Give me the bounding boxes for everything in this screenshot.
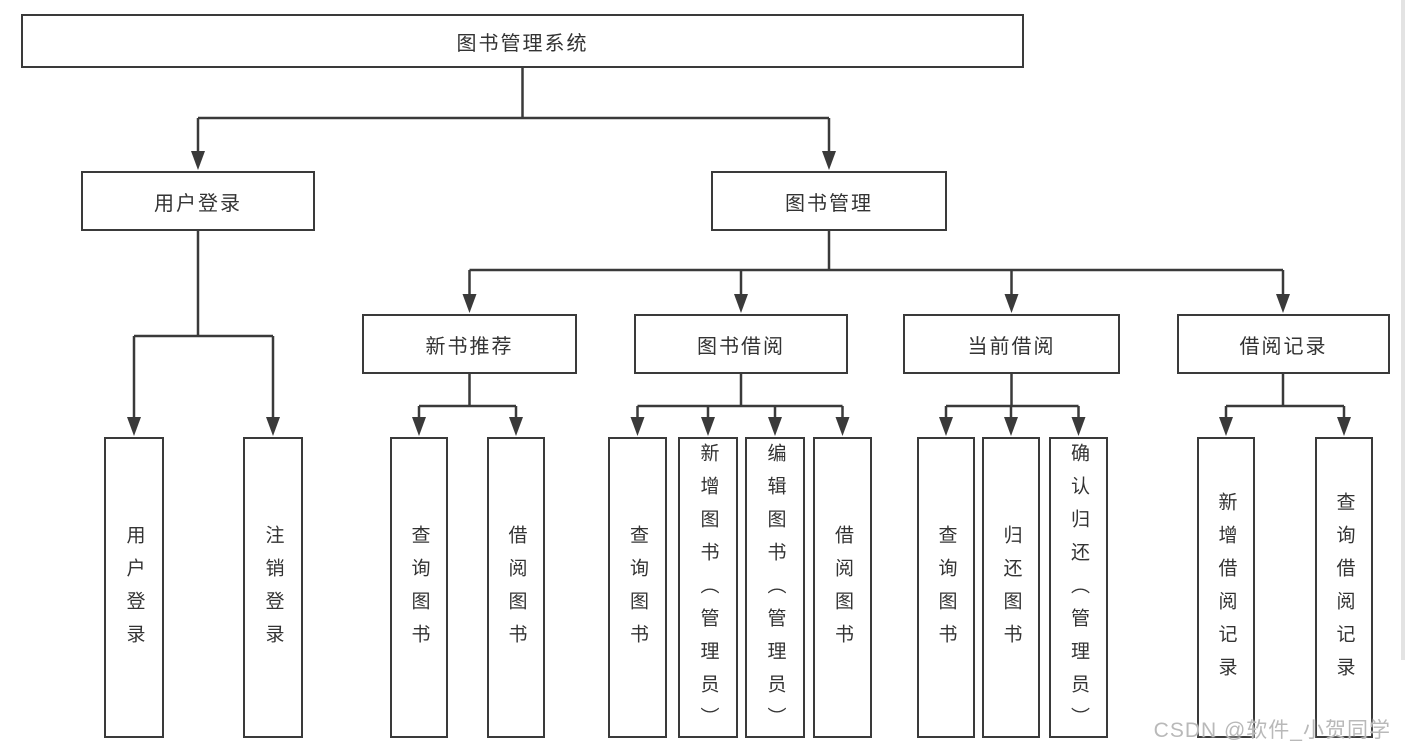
leaf-borrow-borrow-books: 借阅图书 [813,437,872,738]
node-book-borrow: 图书借阅 [634,314,848,374]
leaf-user-login-label: 用户登录 [123,525,145,657]
arrowhead [1004,294,1019,313]
arrowhead [701,417,715,436]
arrowhead [509,417,523,436]
leaf-return-books: 归还图书 [982,437,1040,738]
leaf-logout: 注销登录 [243,437,303,738]
leaf-return-books-label: 归还图书 [1000,525,1022,657]
leaf-confirm-return-admin: 确认归还（管理员） [1049,437,1108,740]
screenshot-edge-artifact [1401,0,1405,660]
leaf-query-borrow-record: 查询借阅记录 [1315,437,1373,738]
book-borrow-children-connector [630,374,850,436]
leaf-newbook-borrow-books-label: 借阅图书 [505,525,527,657]
arrowhead [1337,417,1351,436]
node-current-borrow-label: 当前借阅 [967,335,1056,358]
node-user-login-label: 用户登录 [154,192,242,215]
leaf-borrow-borrow-books-label: 借阅图书 [832,525,853,657]
leaf-current-query-books: 查询图书 [917,437,975,738]
leaf-newbook-query-books: 查询图书 [390,437,448,738]
arrowhead [1071,417,1086,436]
arrowhead [191,151,205,170]
leaf-add-books-admin: 新增图书（管理员） [678,437,738,740]
arrowhead [822,151,836,170]
arrowhead [734,294,748,313]
leaf-add-books-admin-label: 新增图书（管理员） [697,442,719,740]
arrowhead [630,417,645,436]
user-login-children-connector [127,231,280,436]
arrowhead [412,417,426,436]
book-management-children-connector [462,231,1290,313]
leaf-add-borrow-record: 新增借阅记录 [1197,437,1255,738]
node-root-label: 图书管理系统 [456,32,589,55]
leaf-add-borrow-record-label: 新增借阅记录 [1215,492,1237,690]
leaf-borrow-query-books-label: 查询图书 [627,525,648,657]
leaf-query-borrow-record-label: 查询借阅记录 [1333,492,1355,690]
node-new-book-recommend-label: 新书推荐 [425,335,514,358]
node-borrow-record-label: 借阅记录 [1239,335,1328,358]
root-to-level2-connector [191,68,836,170]
node-borrow-record: 借阅记录 [1177,314,1390,374]
arrowhead [768,417,782,436]
leaf-newbook-borrow-books: 借阅图书 [487,437,545,738]
leaf-user-login: 用户登录 [104,437,164,738]
watermark: CSDN @软件_小贺同学 [1153,719,1391,742]
leaf-current-query-books-label: 查询图书 [935,525,957,657]
arrowhead [1219,417,1233,436]
leaf-borrow-query-books: 查询图书 [608,437,667,738]
leaf-edit-books-admin: 编辑图书（管理员） [745,437,805,740]
node-root: 图书管理系统 [21,14,1024,68]
arrowhead [1004,417,1018,436]
current-borrow-children-connector [939,374,1086,436]
leaf-newbook-query-books-label: 查询图书 [408,525,430,657]
node-user-login: 用户登录 [81,171,315,231]
node-new-book-recommend: 新书推荐 [362,314,577,374]
new-book-children-connector [412,374,523,436]
node-book-borrow-label: 图书借阅 [697,335,785,358]
leaf-logout-label: 注销登录 [262,525,284,657]
leaf-confirm-return-admin-label: 确认归还（管理员） [1068,442,1089,740]
node-book-management: 图书管理 [711,171,947,231]
arrowhead [939,417,953,436]
node-book-management-label: 图书管理 [785,192,873,215]
arrowhead [1276,294,1290,313]
arrowhead [127,417,141,436]
arrowhead [266,417,280,436]
node-current-borrow: 当前借阅 [903,314,1120,374]
arrowhead [835,417,850,436]
leaf-edit-books-admin-label: 编辑图书（管理员） [764,442,786,740]
borrow-record-children-connector [1219,374,1351,436]
arrowhead [462,294,477,313]
